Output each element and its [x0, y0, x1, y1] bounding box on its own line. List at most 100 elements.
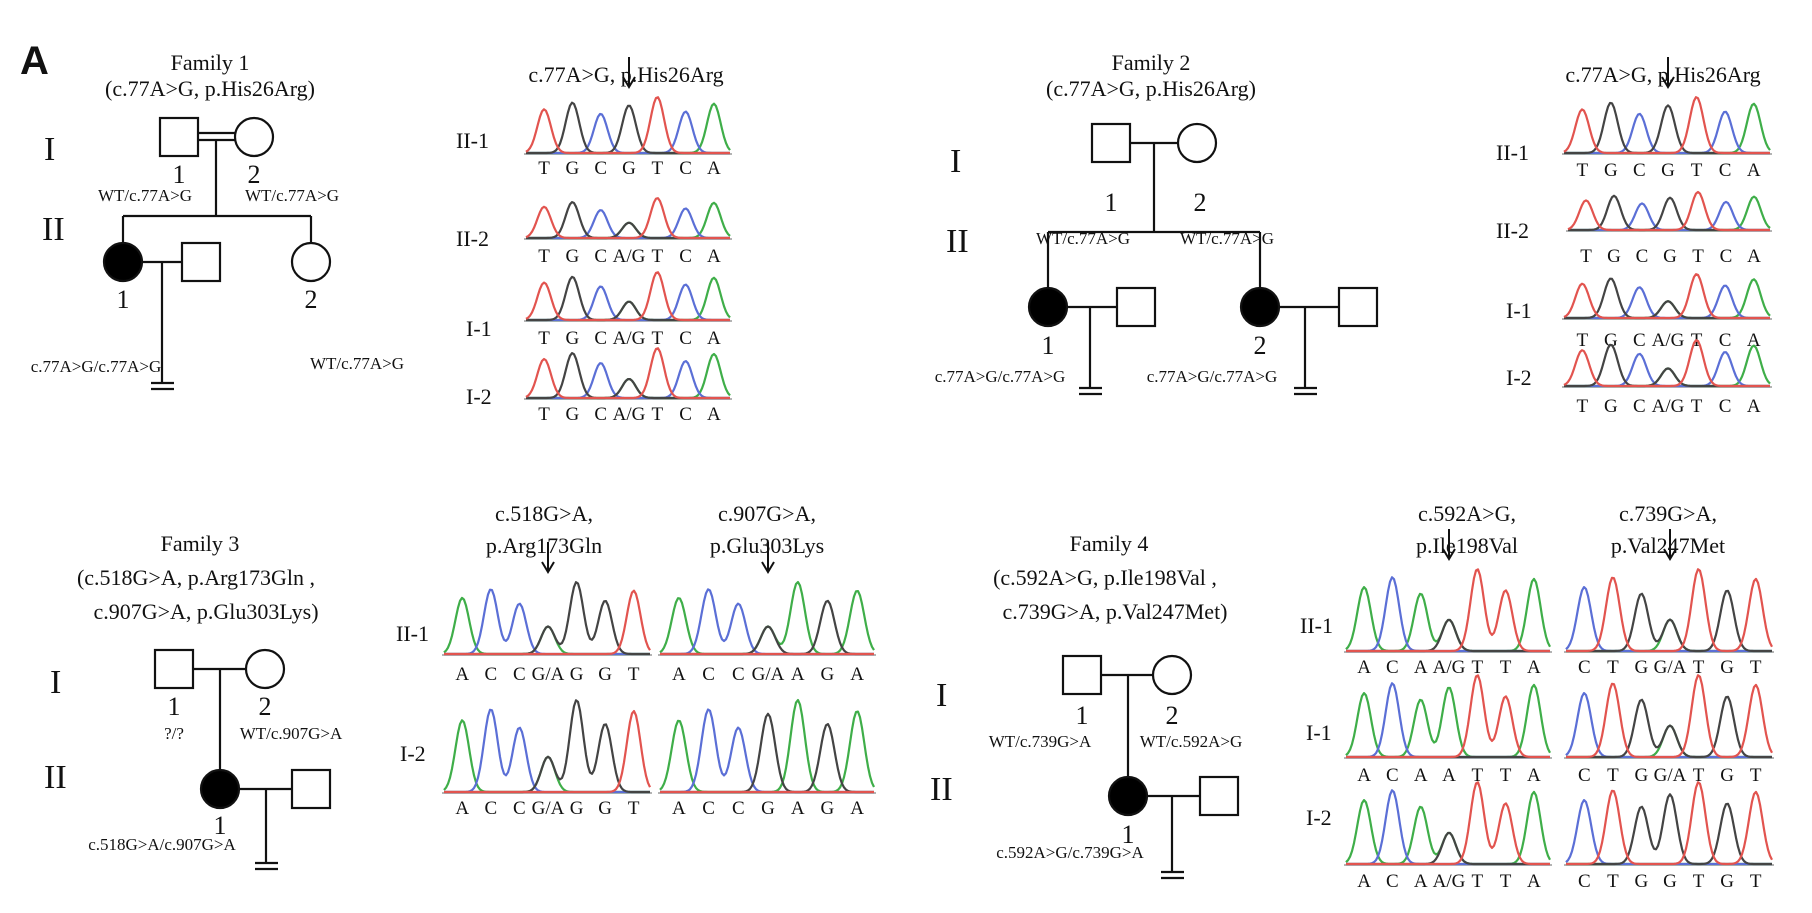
base-call: G — [1607, 246, 1621, 267]
family-3-generation-I: I — [50, 664, 61, 701]
base-call: T — [1471, 765, 1483, 786]
base-call: G — [570, 664, 584, 685]
base-call: A — [850, 798, 864, 819]
base-call: T — [1750, 871, 1762, 892]
trace-T — [1566, 781, 1773, 866]
family-3-generation-II: II — [44, 759, 67, 796]
male-symbol — [1115, 286, 1157, 328]
base-call: A — [1747, 396, 1761, 417]
base-call: T — [538, 246, 550, 267]
base-call: A — [1747, 330, 1761, 351]
base-call: A — [707, 404, 721, 425]
base-call: T — [1750, 657, 1762, 678]
chromatogram-title: c.518G>A, — [495, 501, 593, 526]
trace-T — [1563, 96, 1770, 155]
family-3-title: Family 3 — [161, 531, 240, 556]
base-call: A — [707, 246, 721, 267]
base-call: G — [1604, 330, 1618, 351]
base-call: G — [566, 158, 580, 179]
male-symbol — [290, 768, 332, 810]
trace-T — [1566, 568, 1773, 653]
base-call: T — [1693, 657, 1705, 678]
family-4-generation-I: I — [936, 677, 947, 714]
base-call: C — [594, 246, 607, 267]
male-symbol — [1198, 775, 1240, 817]
base-call: T — [651, 328, 663, 349]
base-call: G/A — [532, 798, 565, 819]
base-call: T — [1500, 765, 1512, 786]
female-symbol — [1151, 654, 1193, 696]
male-symbol — [153, 648, 195, 690]
female-symbol — [290, 241, 332, 283]
base-call: T — [538, 158, 550, 179]
affected-female-symbol — [102, 241, 144, 283]
base-call: C — [1386, 765, 1399, 786]
sample-label: I-2 — [1506, 365, 1532, 390]
base-call: G — [1720, 765, 1734, 786]
sample-label: II-1 — [1496, 140, 1529, 165]
trace-T — [1346, 674, 1550, 759]
genotype-label: c.518G>A/c.907G>A — [88, 835, 236, 854]
sample-label: II-1 — [1300, 613, 1333, 638]
base-call: G/A — [1654, 657, 1687, 678]
affected-female-symbol — [1107, 775, 1149, 817]
base-call: T — [1576, 160, 1588, 181]
base-call: C — [594, 328, 607, 349]
chromatogram-title: c.907G>A, — [718, 501, 816, 526]
base-call: A/G — [1433, 657, 1466, 678]
base-call: A — [455, 798, 469, 819]
sample-label: I-2 — [400, 741, 426, 766]
family-4-generation-II: II — [930, 771, 953, 808]
family-4-subtitle-line-1: (c.592A>G, p.Ile198Val , — [993, 565, 1217, 590]
base-call: A — [672, 664, 686, 685]
base-call: G — [566, 404, 580, 425]
base-call: G — [1635, 871, 1649, 892]
sample-label: I-2 — [466, 384, 492, 409]
base-call: A/G — [1652, 330, 1685, 351]
base-call: G — [821, 798, 835, 819]
base-call: T — [651, 404, 663, 425]
base-call: A — [1357, 871, 1371, 892]
base-call: C — [1386, 871, 1399, 892]
base-call: C — [485, 798, 498, 819]
member-label: 2 — [1194, 188, 1207, 217]
family-1-subtitle: (c.77A>G, p.His26Arg) — [105, 76, 315, 101]
base-call: C — [1719, 396, 1732, 417]
base-call: A — [791, 798, 805, 819]
family-2-generation-I: I — [950, 143, 961, 180]
base-call: C — [679, 404, 692, 425]
base-call: C — [702, 798, 715, 819]
female-symbol — [233, 116, 275, 158]
member-label: 2 — [1254, 331, 1267, 360]
member-label: 2 — [305, 285, 318, 314]
base-call: A — [1414, 871, 1428, 892]
base-call: T — [651, 158, 663, 179]
base-call: G/A — [532, 664, 565, 685]
base-call: C — [732, 664, 745, 685]
member-label: 1 — [168, 692, 181, 721]
base-call: T — [1580, 246, 1592, 267]
base-call: C — [1636, 246, 1649, 267]
base-call: C — [513, 664, 526, 685]
base-call: T — [1500, 871, 1512, 892]
base-call: A/G — [613, 246, 646, 267]
base-call: T — [1576, 396, 1588, 417]
family-4-subtitle-line-2: c.739G>A, p.Val247Met) — [1002, 599, 1227, 624]
family-3-subtitle-line-2: c.907G>A, p.Glu303Lys) — [93, 599, 318, 624]
chromatogram-title: c.77A>G, p.His26Arg — [1565, 62, 1760, 87]
family-2-pedigree: Family 2 (c.77A>G, p.His26Arg) I II 1 2 … — [935, 50, 1379, 396]
trace-G — [1566, 695, 1772, 759]
base-call: T — [1692, 246, 1704, 267]
base-call: A — [707, 158, 721, 179]
genotype-label: c.77A>G/c.77A>G — [31, 357, 162, 376]
base-call: G — [1604, 160, 1618, 181]
trace-A — [1345, 683, 1551, 759]
base-call: G — [1635, 657, 1649, 678]
base-call: T — [1693, 871, 1705, 892]
member-label: 1 — [1076, 701, 1089, 730]
affected-female-symbol — [199, 768, 241, 810]
male-symbol — [1090, 122, 1132, 164]
base-call: G — [1663, 246, 1677, 267]
base-call: G — [1604, 396, 1618, 417]
base-call: C — [1578, 765, 1591, 786]
